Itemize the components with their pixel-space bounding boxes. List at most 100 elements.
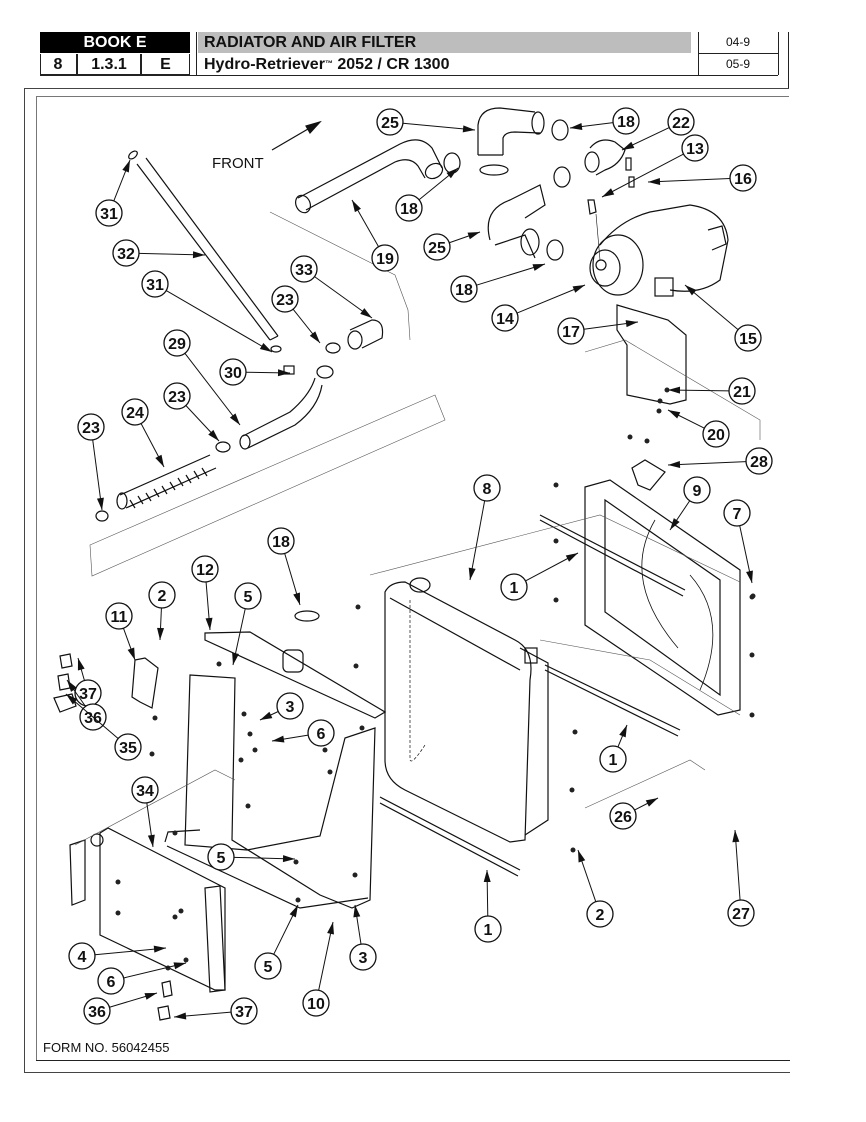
form-number: FORM NO. 56042455 bbox=[43, 1040, 170, 1055]
leader-arrowhead bbox=[645, 798, 658, 807]
callout-bolt-mid: 6 bbox=[271, 719, 335, 747]
inner-frame-left bbox=[36, 96, 37, 1060]
callout-circle bbox=[371, 244, 399, 272]
callout-number: 20 bbox=[707, 427, 725, 444]
callout-circle bbox=[191, 555, 219, 583]
callout-number: 10 bbox=[307, 996, 325, 1013]
callout-number: 26 bbox=[614, 809, 632, 826]
leader-arrowhead bbox=[232, 652, 239, 665]
hose-29-part bbox=[239, 377, 323, 450]
divider bbox=[788, 32, 789, 89]
leader-arrowhead bbox=[174, 1012, 187, 1020]
callout-number: 9 bbox=[693, 483, 702, 500]
leader-arrowhead bbox=[96, 497, 104, 510]
page-ref-1: 04-9 bbox=[725, 35, 751, 49]
callout-air-cleaner: 15 bbox=[684, 284, 762, 352]
callout-seal-strip-upper: 1 bbox=[500, 552, 579, 601]
bolt bbox=[628, 176, 635, 188]
callout-lower-elbow-hose: 25 bbox=[423, 231, 481, 261]
elbow-33-part bbox=[347, 319, 384, 350]
leader-arrowhead bbox=[173, 962, 186, 970]
elbow-adapter-part bbox=[584, 139, 632, 176]
callout-circle bbox=[612, 107, 640, 135]
fitting-stack-lower bbox=[157, 980, 173, 1021]
section-number: 8 bbox=[40, 54, 77, 75]
callout-circle bbox=[219, 358, 247, 386]
frame-bottom bbox=[24, 1072, 790, 1073]
air-cleaner-part bbox=[587, 199, 729, 297]
callout-screw: 7 bbox=[723, 499, 753, 584]
callout-number: 13 bbox=[686, 141, 704, 158]
callout-circle bbox=[423, 233, 451, 261]
callout-hose-clamp-upper: 18 bbox=[569, 107, 640, 135]
callout-number: 5 bbox=[244, 589, 253, 606]
callout-elbow: 33 bbox=[290, 255, 373, 319]
mounting-bracket-part bbox=[616, 304, 687, 405]
callout-circle bbox=[254, 952, 282, 980]
callout-seal-strip-bottom: 1 bbox=[474, 869, 502, 943]
leader-arrowhead bbox=[352, 200, 361, 213]
leader-arrowhead bbox=[277, 369, 290, 377]
leader-arrowhead bbox=[327, 922, 334, 935]
callout-oil-cooler: 34 bbox=[131, 776, 159, 848]
leader-line bbox=[402, 122, 476, 131]
callout-circle bbox=[302, 989, 330, 1017]
leader-arrowhead bbox=[77, 658, 85, 671]
trademark: ™ bbox=[324, 59, 333, 68]
callout-air-cleaner-inlet: 14 bbox=[491, 284, 586, 332]
leader-arrowhead bbox=[565, 553, 578, 562]
callout-circle bbox=[267, 527, 295, 555]
callout-hose-clamp-lower: 18 bbox=[450, 263, 546, 303]
callout-intake-hose: 19 bbox=[351, 199, 399, 272]
callout-connector: 30 bbox=[219, 358, 291, 386]
callout-bolts: 20 bbox=[667, 409, 730, 448]
leader-arrowhead bbox=[309, 331, 320, 343]
callout-number: 2 bbox=[596, 907, 605, 924]
callout-upper-elbow-hose: 25 bbox=[376, 108, 476, 136]
callout-hose-clamps: 26 bbox=[609, 797, 659, 830]
callout-bolt-lower: 6 bbox=[97, 962, 187, 995]
callout-number: 23 bbox=[168, 389, 186, 406]
callout-number: 25 bbox=[428, 240, 446, 257]
callout-number: 29 bbox=[168, 336, 186, 353]
callout-circle bbox=[97, 967, 125, 995]
callout-circle bbox=[734, 324, 762, 352]
leader-arrowhead bbox=[468, 567, 476, 580]
intake-hose-part bbox=[295, 139, 444, 214]
callout-clamp-end: 23 bbox=[77, 413, 105, 511]
leader-line bbox=[667, 461, 747, 466]
callout-top-bracket: 12 bbox=[191, 555, 219, 631]
callout-nut-lower: 5 bbox=[207, 843, 296, 871]
callout-circle bbox=[723, 499, 751, 527]
callout-fitting-lower: 36 bbox=[83, 992, 158, 1025]
callout-number: 31 bbox=[146, 277, 164, 294]
leader-arrowhead bbox=[205, 617, 213, 630]
model-title: Hydro-Retriever™ 2052 / CR 1300 bbox=[198, 54, 698, 75]
callout-circle bbox=[474, 915, 502, 943]
leader-arrowhead bbox=[670, 518, 680, 530]
seal-strip bbox=[379, 796, 521, 877]
callout-circle bbox=[667, 108, 695, 136]
callout-circle bbox=[745, 447, 773, 475]
callout-number: 3 bbox=[286, 699, 295, 716]
leader-arrowhead bbox=[622, 141, 635, 150]
callout-circle bbox=[681, 134, 709, 162]
callout-number: 23 bbox=[276, 292, 294, 309]
leader-arrowhead bbox=[282, 855, 295, 863]
seal-strip bbox=[539, 514, 686, 597]
callout-fitting-bottom: 31 bbox=[141, 270, 273, 353]
leader-arrowhead bbox=[462, 125, 475, 133]
callout-circle bbox=[105, 602, 133, 630]
leader-arrowhead bbox=[122, 160, 130, 173]
clamp bbox=[95, 510, 109, 522]
callout-circle bbox=[609, 802, 637, 830]
leader-line bbox=[647, 178, 731, 183]
front-direction-label: FRONT bbox=[212, 155, 264, 172]
frame-top bbox=[24, 88, 789, 89]
clamp bbox=[551, 119, 569, 141]
callout-seal-strip-right: 1 bbox=[599, 724, 628, 773]
clamp bbox=[294, 610, 320, 622]
callout-circle bbox=[276, 692, 304, 720]
callout-circle bbox=[500, 573, 528, 601]
